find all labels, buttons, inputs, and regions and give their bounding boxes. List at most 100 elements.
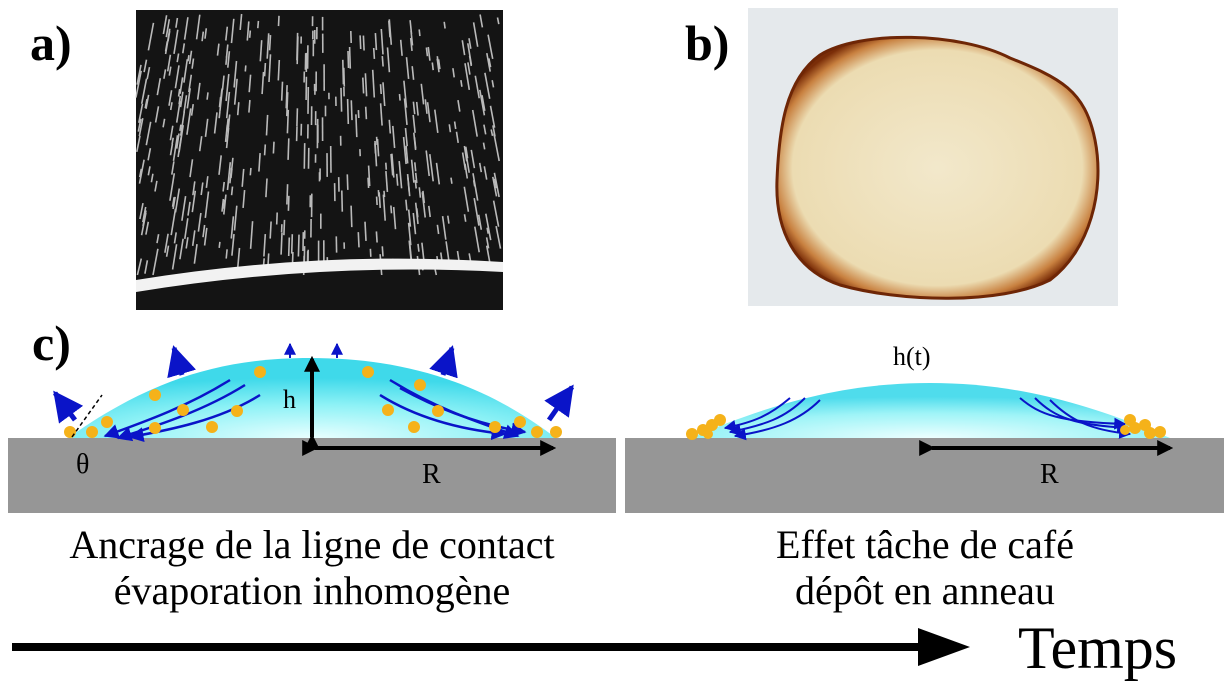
particle-track [238,102,239,115]
flux-arrow [55,393,75,420]
particle-track [282,82,283,101]
right-caption: Effet tâche de café dépôt en anneau [625,522,1225,614]
particle-track [258,21,259,28]
particle [64,426,76,438]
particle-track [266,179,267,198]
time-arrow-head [918,628,970,666]
photo-coffee-stain [748,8,1118,306]
particle-track [386,163,387,170]
particle-track [397,174,398,186]
particle [254,366,266,378]
particle-track [288,138,289,160]
particle-track [363,36,364,51]
particle [362,366,374,378]
particle-track [381,84,382,94]
photo-particle-tracks [136,10,503,310]
particle [149,389,161,401]
particle-track [363,78,364,94]
particle-track [348,99,349,124]
particle [1154,426,1166,438]
particle-track [378,139,379,156]
particle-track [366,107,367,120]
particle [703,429,713,439]
particle-track [188,55,189,61]
particle-track [365,222,366,241]
particle-track [277,213,278,225]
particle [550,426,562,438]
right-schematic: h(t) R [625,342,1224,513]
particle-track [287,184,288,204]
particle-track [347,174,348,190]
right-caption-line-1: Effet tâche de café [625,522,1225,568]
particle [489,421,501,433]
particle-track [391,206,392,214]
particle-track [374,48,375,59]
particle-track [250,31,251,38]
particle-track [358,232,359,247]
flux-arrow [443,348,452,375]
particle-track [219,242,220,248]
particle-track [245,65,246,71]
particle-track [297,108,298,126]
particle-track [368,178,369,188]
particle-track [207,92,208,99]
particle-track [220,97,221,107]
particle-track [223,182,224,192]
particle [408,421,420,433]
particle-track [270,222,271,239]
particle-track [298,235,299,257]
left-caption-line-2: évaporation inhomogène [12,568,612,614]
particle [149,422,161,434]
particle-track [289,238,290,257]
particle [101,416,113,428]
angle-label: θ [76,449,89,480]
particle [432,405,444,417]
left-caption-line-1: Ancrage de la ligne de contact [12,522,612,568]
particle-track [461,80,462,87]
particle-track [415,162,416,171]
particle-track [179,89,180,97]
particle-track [379,192,380,208]
particle-track [406,200,407,211]
particle-track [219,112,220,119]
particle-track [426,48,427,57]
particle-track [278,60,279,80]
particle-track [351,206,352,228]
particle [382,404,394,416]
particle-track [292,234,293,253]
particle-track [226,249,227,258]
particle-track [249,100,250,113]
particle-track [284,220,285,235]
particle-track [297,33,298,60]
particle-track [451,178,452,184]
particle-track [348,51,349,68]
radius-label: R [422,459,441,490]
particle-track [444,22,445,29]
radius-label: R [1040,459,1059,490]
flux-arrow [174,348,182,375]
particle-track [172,138,173,145]
particle [206,421,218,433]
coffee-stain [777,37,1098,298]
particle-track [377,197,378,205]
particle [714,414,726,426]
particle-track [288,196,289,211]
particle-track [350,47,351,69]
particle-track [250,168,251,175]
particle-track [376,231,377,242]
particle-track [389,120,390,134]
particle-track [265,144,266,155]
particle-track [417,208,418,217]
particle-track [418,244,419,252]
particle-track [267,115,268,135]
particle-track [400,94,401,101]
height-time-label: h(t) [893,342,931,371]
particle-track [432,63,433,71]
particle [514,416,526,428]
particle-track [415,180,416,188]
particle-track [351,100,352,120]
particle-track [279,16,280,26]
right-caption-line-2: dépôt en anneau [625,568,1225,614]
particle-track [342,191,343,212]
particle-track [449,124,450,132]
